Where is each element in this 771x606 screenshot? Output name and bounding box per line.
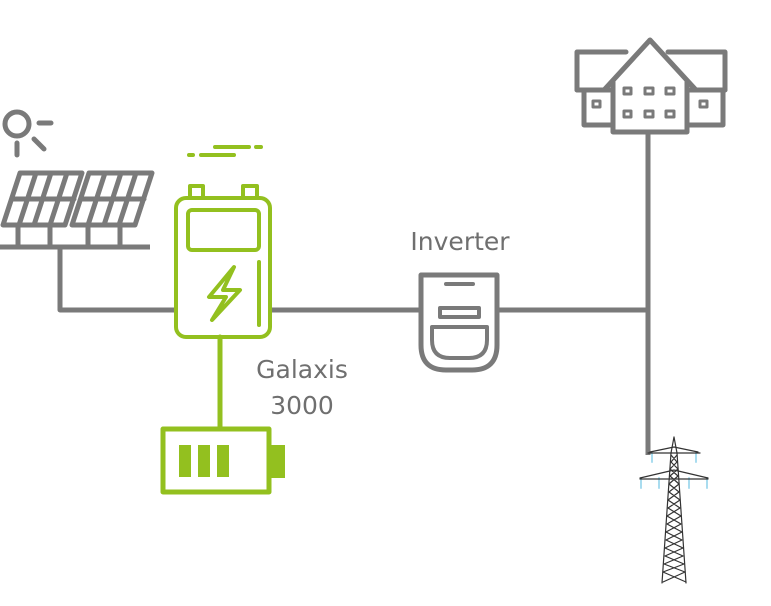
solar-panel-icon bbox=[0, 170, 155, 247]
inverter-label: Inverter bbox=[410, 227, 510, 256]
device-label-line1: Galaxis bbox=[256, 355, 348, 384]
device-label-line2: 3000 bbox=[270, 391, 334, 420]
power-pylon-icon bbox=[639, 436, 709, 584]
galaxis-unit-icon bbox=[174, 145, 272, 339]
battery-level-bar bbox=[179, 445, 191, 477]
sun-icon bbox=[2, 109, 54, 158]
battery-icon bbox=[160, 426, 285, 495]
house-icon bbox=[574, 37, 728, 135]
battery-level-bar bbox=[217, 445, 229, 477]
wiring bbox=[0, 133, 651, 455]
battery-level-bar bbox=[198, 445, 210, 477]
inverter-icon bbox=[418, 272, 500, 373]
